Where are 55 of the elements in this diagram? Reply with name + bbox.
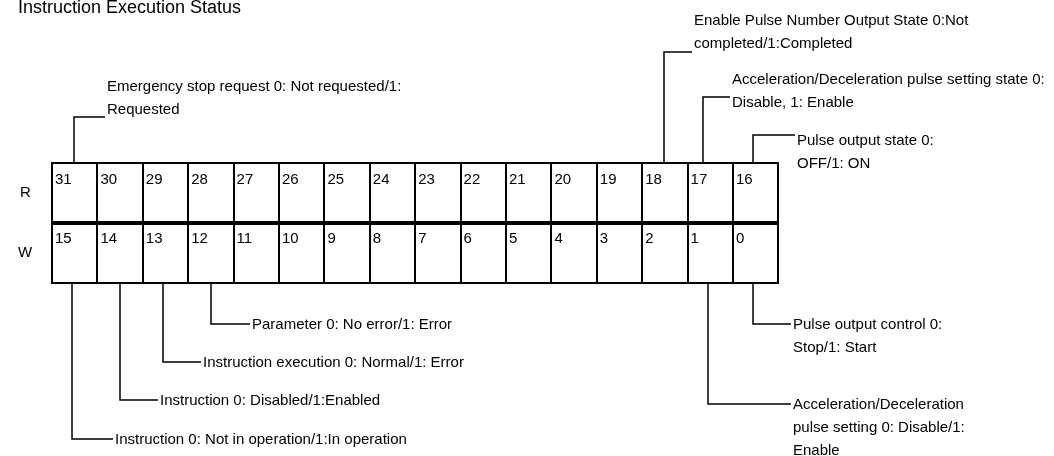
callout-text: Enable Pulse Number Output State 0:Not completed/1:Completed (694, 8, 994, 54)
bit-cell: 16 (732, 162, 780, 225)
leader-line (702, 96, 731, 164)
leader-line (210, 282, 251, 325)
bit-cell: 24 (368, 162, 417, 225)
bit-cell: 23 (414, 162, 462, 225)
callout-text: Instruction execution 0: Normal/1: Error (203, 350, 553, 373)
leader-line (119, 282, 159, 401)
leader-line (71, 282, 114, 440)
leader-line (663, 51, 693, 164)
bit-cell: 6 (459, 221, 507, 284)
bit-cell: 0 (732, 221, 780, 284)
bit-cell: 21 (505, 162, 553, 225)
callout-text: Instruction 0: Disabled/1:Enabled (160, 388, 510, 411)
bit-cell: 29 (141, 162, 190, 225)
callout-text: Acceleration/Deceleration pulse setting state 0: Disable, 1: Enable (732, 67, 1052, 113)
bit-cell: 15 (51, 221, 99, 284)
bit-cell: 2 (641, 221, 689, 284)
bit-cell: 3 (595, 221, 644, 284)
bit-cell: 5 (505, 221, 553, 284)
bit-cell: 1 (686, 221, 734, 284)
bit-cell: 13 (141, 221, 190, 284)
callout-text: Acceleration/Deceleration pulse setting 0: Disable/1: Enable (793, 392, 993, 456)
bit-cell: 31 (51, 162, 99, 225)
diagram-title: Instruction Execution Status (18, 0, 242, 19)
callout-text: Instruction 0: Not in operation/1:In operation (115, 427, 515, 450)
row-label: W (18, 242, 33, 262)
callout-text: Emergency stop request 0: Not requested/1: Requested (107, 74, 407, 120)
bit-cell: 10 (278, 221, 326, 284)
bit-cell: 22 (459, 162, 507, 225)
callout-text: Parameter 0: No error/1: Error (252, 312, 552, 335)
bit-cell: 19 (595, 162, 644, 225)
leader-line (162, 282, 202, 363)
bit-cell: 30 (96, 162, 144, 225)
bit-cell: 14 (96, 221, 144, 284)
leader-line (73, 116, 106, 164)
bit-cell: 20 (550, 162, 598, 225)
leader-line (752, 134, 796, 164)
bit-cell: 27 (232, 162, 280, 225)
bit-cell: 11 (232, 221, 280, 284)
bit-cell: 9 (323, 221, 371, 284)
leader-line (707, 282, 792, 405)
bit-cell: 26 (278, 162, 326, 225)
bit-cell: 12 (187, 221, 235, 284)
callout-text: Pulse output state 0: OFF/1: ON (797, 128, 947, 174)
leader-line (752, 282, 792, 325)
row-label: R (20, 182, 31, 202)
bit-cell: 4 (550, 221, 598, 284)
bit-cell: 8 (368, 221, 417, 284)
callout-text: Pulse output control 0: Stop/1: Start (793, 312, 973, 358)
bit-cell: 7 (414, 221, 462, 284)
bit-cell: 28 (187, 162, 235, 225)
bit-cell: 18 (641, 162, 689, 225)
bit-cell: 17 (686, 162, 734, 225)
bit-cell: 25 (323, 162, 371, 225)
